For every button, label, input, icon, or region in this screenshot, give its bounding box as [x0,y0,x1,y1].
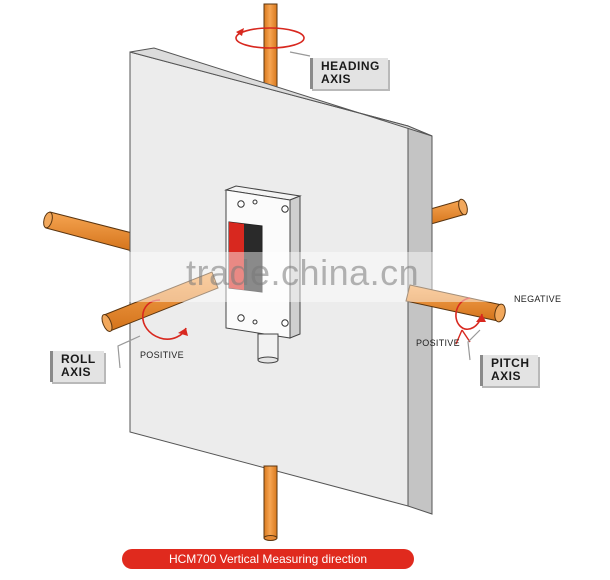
roll-rotation-arrow [142,299,188,340]
watermark-band [0,252,610,302]
pitch-negative-label: NEGATIVE [514,294,562,304]
heading-axis-callout: HEADING AXIS [310,58,388,89]
pitch-axis-callout: PITCH AXIS [480,355,538,386]
roll-axis-label-line2: AXIS [61,365,92,379]
heading-axis-label-line1: HEADING [321,59,380,73]
pitch-axis-label-line2: AXIS [491,369,522,383]
hcm700-sensor [224,185,302,364]
pitch-axis-label-line1: PITCH [491,356,530,370]
pitch-rotation-arrow [455,297,486,345]
heading-rotation-arrow [235,27,305,49]
roll-positive-label: POSITIVE [140,350,184,360]
roll-axis-callout: ROLL AXIS [50,351,104,382]
heading-axis-rod-bottom [263,465,278,541]
watermark-text: trade.china.cn [186,252,420,293]
roll-axis-label-line1: ROLL [61,352,96,366]
roll-axis-rod-front [101,271,219,332]
caption-banner: HCM700 Vertical Measuring direction [122,549,414,569]
roll-axis-rod-back [43,211,141,253]
heading-axis-label-line2: AXIS [321,72,352,86]
callout-leaders [117,51,481,369]
pitch-axis-rod-front [405,284,506,323]
pitch-positive-label: POSITIVE [416,338,460,348]
